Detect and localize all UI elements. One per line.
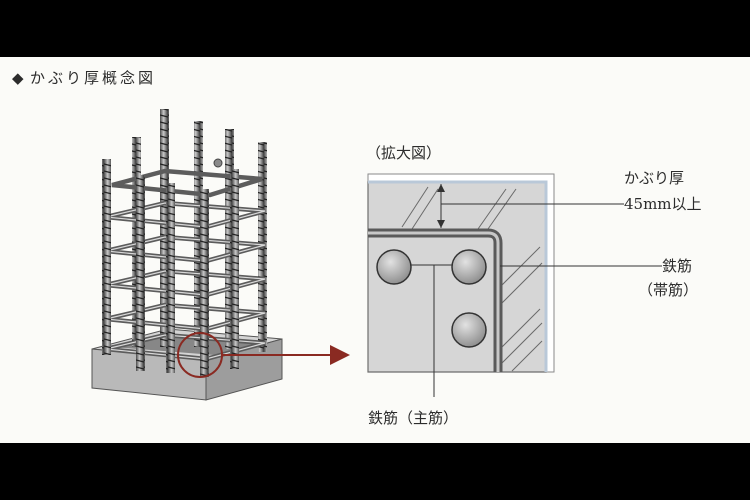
main-rebar — [160, 109, 169, 347]
main-rebar — [225, 129, 234, 349]
rebar-cage-illustration — [91, 109, 350, 401]
main-rebar-section — [451, 312, 487, 348]
detail-section — [367, 173, 662, 397]
detail-title: （拡大図） — [366, 144, 441, 162]
main-rebar — [200, 189, 209, 377]
main-rebar — [230, 169, 239, 369]
diagram-panel: ◆ かぶり厚概念図 — [0, 57, 750, 443]
hoop-label-line2: （帯筋） — [638, 281, 698, 299]
cover-thickness-diagram: ◆ かぶり厚概念図 — [12, 69, 702, 427]
cover-label-line1: かぶり厚 — [624, 169, 684, 187]
main-rebar — [194, 121, 203, 347]
main-rebar — [102, 159, 111, 355]
main-rebar-section — [451, 249, 487, 285]
heading-marker: ◆ — [12, 69, 24, 87]
heading-title: かぶり厚概念図 — [30, 69, 156, 87]
cover-label-line2: 45mm以上 — [624, 195, 702, 213]
main-rebar — [136, 175, 145, 371]
hoop-label-line1: 鉄筋 — [662, 257, 692, 275]
main-rebar-section — [376, 249, 412, 285]
main-rebar — [166, 183, 175, 373]
main-rebar-label: 鉄筋（主筋） — [368, 409, 458, 427]
